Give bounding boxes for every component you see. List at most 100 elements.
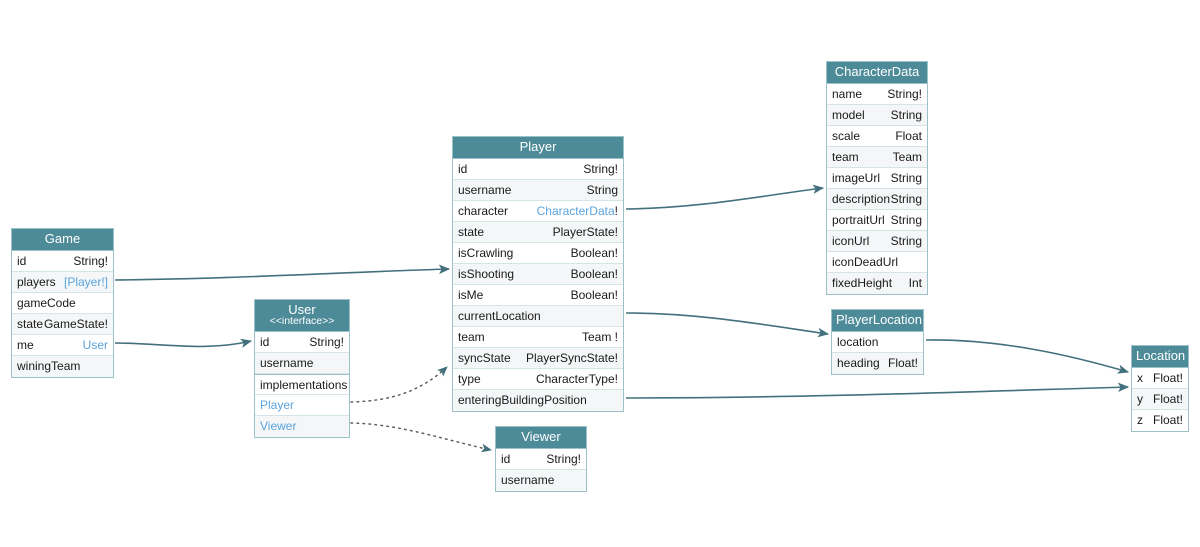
field-type: Float [895,129,922,144]
entity-game[interactable]: Game id String! players [Player!] gameCo… [11,228,114,379]
field-type[interactable]: User [82,338,108,353]
field-name: team [832,150,859,165]
field-type: Float! [887,356,918,371]
table-row[interactable]: id String! [12,251,113,273]
field-type: String [890,192,922,207]
table-row[interactable]: name String! [827,84,927,106]
edge-user-impl-viewer [350,422,493,453]
table-row[interactable]: scale Float [827,126,927,148]
entity-characterdata[interactable]: CharacterData name String! model String … [826,61,928,296]
table-row[interactable]: portraitUrl String [827,210,927,232]
table-row[interactable]: state GameState! [12,314,113,336]
table-row[interactable]: syncState PlayerSyncState! [453,348,623,370]
edge-game-players-to-player [114,264,451,281]
table-row[interactable]: type CharacterType! [453,369,623,391]
table-row[interactable]: username String [255,353,349,375]
table-row[interactable]: model String [827,105,927,127]
field-type: Int [908,276,922,291]
entity-playerlocation-title: PlayerLocation [832,310,923,333]
field-name: model [832,108,865,123]
field-name: id [501,452,511,467]
field-type: CharacterType! [535,372,618,387]
field-name: id [260,335,270,350]
field-type[interactable]: CharacterData! [537,201,618,221]
field-type: String [890,213,922,228]
table-row[interactable]: character CharacterData! [453,201,623,223]
implementation-player[interactable]: Player [255,395,349,417]
table-row[interactable]: description String [827,189,927,211]
table-row[interactable]: players [Player!] [12,272,113,294]
field-type: Float! [1152,371,1183,386]
entity-location-title: Location [1132,346,1188,369]
field-type[interactable]: Location [573,410,618,411]
table-row[interactable]: gameCode String! [12,293,113,315]
entity-user-name: User [288,302,316,317]
field-type: Team [892,150,922,165]
field-type[interactable]: [Player!] [63,275,108,290]
table-row[interactable]: team Team ! [453,327,623,349]
entity-viewer[interactable]: Viewer id String! username String [495,426,587,493]
table-row[interactable]: team Team [827,147,927,169]
field-type: PlayerState! [552,225,618,240]
field-type: GameState! [43,317,108,332]
field-name: state [17,317,44,332]
entity-viewer-title: Viewer [496,427,586,450]
field-type: Float! [1152,392,1183,407]
edge-player-enteringbuildingposition-to-location [625,382,1130,399]
table-row[interactable]: y Float! [1132,389,1188,411]
implementation-viewer[interactable]: Viewer [255,416,349,438]
table-row[interactable]: fixedHeight Int [827,273,927,295]
entity-user[interactable]: User <<interface>> id String! username S… [254,299,350,439]
edge-player-character-to-characterdata [625,184,825,210]
field-type: Team [79,376,108,377]
field-name: syncState [458,351,511,366]
field-name: imageUrl [832,171,881,186]
entity-player[interactable]: Player id String! username String charac… [452,136,624,413]
entity-playerlocation[interactable]: PlayerLocation location Location! headin… [831,309,924,376]
field-name: iconUrl [832,234,870,249]
table-row[interactable]: iconUrl String [827,231,927,253]
field-type: String [890,171,922,186]
table-row[interactable]: username String [453,180,623,202]
field-name: username [501,473,555,488]
field-type: String! [887,87,922,102]
table-row[interactable]: isCrawling Boolean! [453,243,623,265]
entity-player-title: Player [453,137,623,160]
entity-location[interactable]: Location x Float! y Float! z Float! [1131,345,1189,433]
table-row[interactable]: username String [496,470,586,492]
table-row[interactable]: state PlayerState! [453,222,623,244]
field-name: heading [837,356,880,371]
field-name: character [458,204,509,219]
table-row[interactable]: id String! [453,159,623,181]
field-name: id [17,254,27,269]
table-row[interactable]: x Float! [1132,368,1188,390]
field-name: name [832,87,863,102]
field-type: String! [546,452,581,467]
field-name: location [837,335,879,350]
field-type: Boolean! [570,267,618,282]
field-name: type [458,372,481,387]
table-row[interactable]: currentLocation PlayerLocation! [453,306,623,328]
table-row[interactable]: heading Float! [832,353,923,375]
field-type: String! [73,254,108,269]
table-row[interactable]: z Float! [1132,410,1188,432]
field-name: iconDeadUrl [832,255,899,270]
table-row[interactable]: enteringBuildingPosition Location [453,390,623,412]
field-name: username [458,183,512,198]
table-row[interactable]: imageUrl String [827,168,927,190]
table-row[interactable]: location Location! [832,332,923,354]
table-row[interactable]: winingTeam Team [12,356,113,378]
entity-user-stereotype: <<interface>> [269,315,335,328]
table-row[interactable]: id String! [496,449,586,471]
table-row[interactable]: me User [12,335,113,357]
field-name: fixedHeight [832,276,893,291]
table-row[interactable]: isShooting Boolean! [453,264,623,286]
field-name: currentLocation [458,309,541,324]
implementations-label: implementations [255,374,349,396]
table-row[interactable]: isMe Boolean! [453,285,623,307]
field-type: String [586,183,618,198]
table-row[interactable]: id String! [255,332,349,354]
table-row[interactable]: iconDeadUrl String [827,252,927,274]
field-type: String! [583,162,618,177]
